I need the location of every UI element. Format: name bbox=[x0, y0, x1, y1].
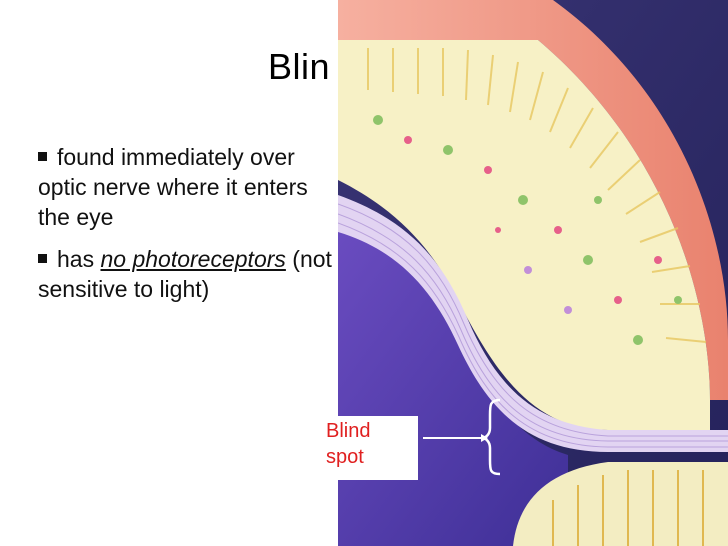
bullet-text: found immediately over optic nerve where… bbox=[38, 144, 308, 230]
bullet-square-icon bbox=[38, 254, 47, 263]
optic-nerve-fibers bbox=[338, 195, 728, 452]
nerve-fiber-lines bbox=[338, 203, 728, 448]
lower-photoreceptors bbox=[552, 470, 704, 546]
bullet-item: has no photoreceptors (not sensitive to … bbox=[38, 244, 338, 304]
photoreceptor-stripes bbox=[367, 48, 707, 343]
label-line-1: Blind bbox=[326, 420, 371, 442]
label-line-2: spot bbox=[326, 446, 364, 468]
lower-retina bbox=[513, 462, 728, 546]
bullet-text-suffix: (not sensitive to light) bbox=[38, 246, 332, 302]
slide-title: Blin bbox=[268, 46, 331, 87]
bracket-brace bbox=[481, 398, 501, 476]
bullet-text-prefix: has bbox=[57, 246, 101, 272]
neuron-cells bbox=[373, 115, 682, 345]
blind-spot-label: Blind spot bbox=[322, 416, 418, 480]
bullet-item: found immediately over optic nerve where… bbox=[38, 142, 338, 232]
bullet-list: found immediately over optic nerve where… bbox=[38, 142, 338, 316]
choroid-layer bbox=[338, 0, 728, 400]
bullet-emphasis: no photoreceptors bbox=[100, 246, 286, 272]
retina-layer bbox=[338, 40, 710, 430]
bullet-square-icon bbox=[38, 152, 47, 161]
